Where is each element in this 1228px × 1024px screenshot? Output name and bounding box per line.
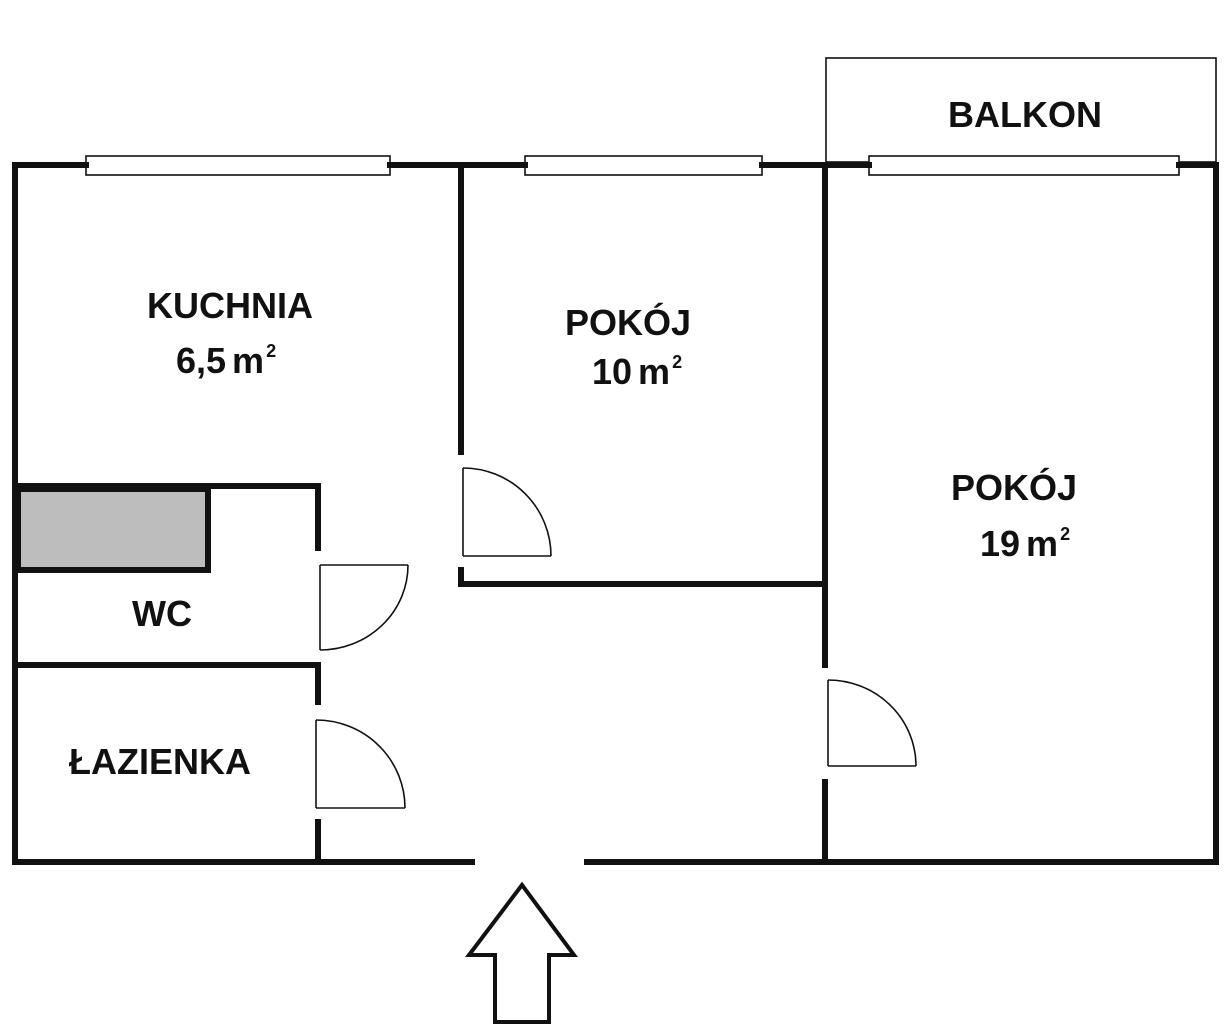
large-room-area-value: 19 [980, 523, 1020, 564]
window-kitchen [85, 155, 391, 176]
large-room-label: POKÓJ [951, 466, 1077, 508]
entrance-arrow-icon [464, 881, 578, 1024]
balcony-outline [825, 57, 1217, 163]
door-wc [319, 564, 409, 651]
kitchen-label: KUCHNIA [147, 285, 313, 326]
kitchen-area-sup: 2 [266, 341, 276, 361]
window-small-room [524, 155, 763, 176]
large-room-area-unit: m [1026, 523, 1058, 564]
bathroom-label: ŁAZIENKA [69, 741, 251, 782]
door-small-room [462, 467, 552, 557]
installation-shaft [15, 486, 211, 573]
small-room-area-unit: m [638, 351, 670, 392]
large-room-area-sup: 2 [1060, 524, 1070, 544]
door-large-room [827, 679, 917, 767]
door-bathroom [315, 719, 406, 809]
wc-label: WC [132, 593, 192, 634]
kitchen-area-value: 6,5 [176, 340, 226, 381]
small-room-label: POKÓJ [565, 301, 691, 343]
small-room-area-sup: 2 [672, 352, 682, 372]
balcony-label: BALKON [948, 94, 1102, 135]
window-large-room [868, 155, 1180, 176]
small-room-area-value: 10 [592, 351, 632, 392]
kitchen-area-unit: m [232, 340, 264, 381]
